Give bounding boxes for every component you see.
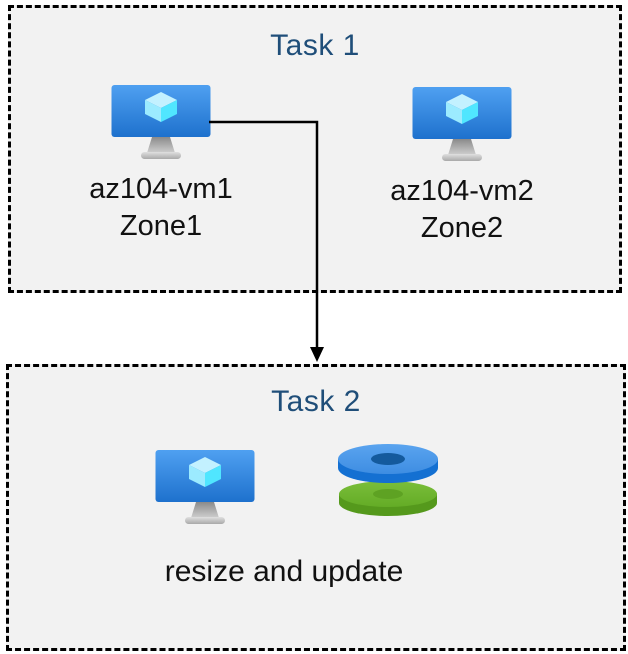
vm2-zone: Zone2 — [420, 212, 504, 244]
virtual-machine-icon — [412, 87, 512, 165]
blue-disk-icon — [338, 444, 438, 483]
task2-box: Task 2 — [6, 364, 626, 651]
task1-vm1-group: az104-vm1 Zone1 — [66, 85, 256, 245]
vm1-zone: Zone1 — [119, 210, 203, 242]
vm2-name: az104-vm2 — [390, 175, 534, 207]
task2-caption: resize and update — [164, 555, 404, 588]
vm1-name: az104-vm1 — [89, 173, 233, 205]
virtual-machine-icon — [155, 450, 255, 528]
task1-title: Task 1 — [270, 29, 360, 62]
disks-icon — [336, 442, 440, 522]
task1-vm2-group: az104-vm2 Zone2 — [367, 87, 557, 247]
task2-title: Task 2 — [271, 385, 361, 418]
vm2-label: az104-vm2 Zone2 — [390, 173, 533, 247]
virtual-machine-icon — [111, 85, 211, 163]
task1-box: Task 1 az104-vm1 Zone1 — [8, 5, 622, 293]
vm1-label: az104-vm1 Zone1 — [89, 171, 232, 245]
green-disk-icon — [339, 481, 437, 516]
